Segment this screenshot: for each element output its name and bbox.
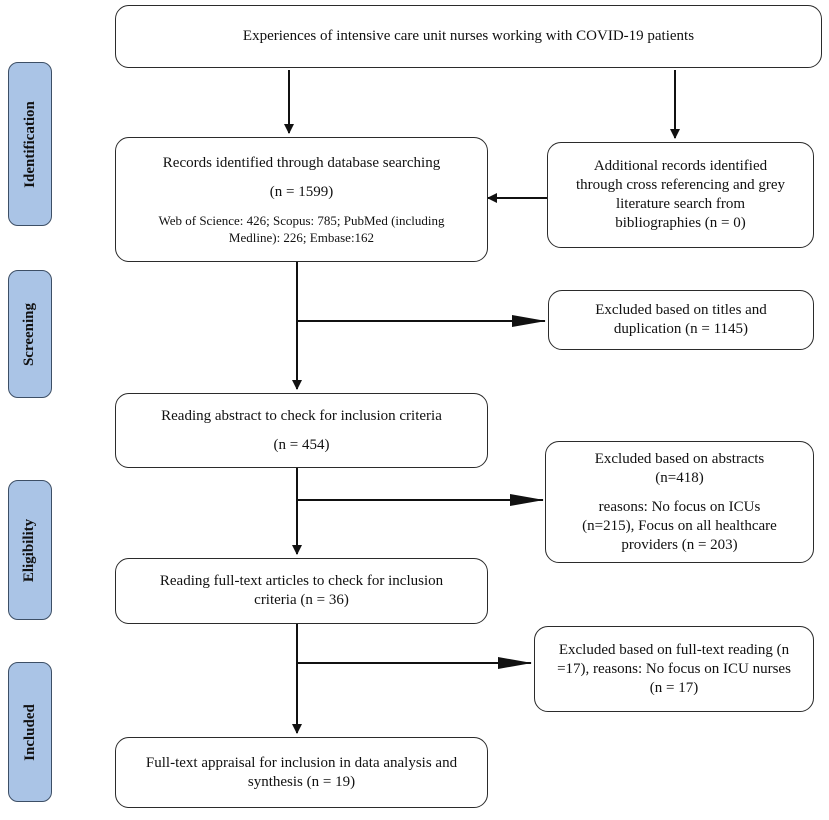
- excluded-abstracts-line1: Excluded based on abstracts: [594, 450, 765, 467]
- excluded-abstracts-line3: reasons: No focus on ICUs: [598, 498, 761, 515]
- topic-box: Experiences of intensive care unit nurse…: [115, 5, 822, 68]
- phase-identification: Identification: [8, 62, 52, 226]
- phase-identification-label: Identification: [21, 100, 38, 188]
- topic-text: Experiences of intensive care unit nurse…: [242, 28, 695, 44]
- excluded-abstracts-line5: providers (n = 203): [621, 536, 738, 553]
- appraisal-included-box: Full-text appraisal for inclusion in dat…: [115, 737, 488, 808]
- excluded-titles-box: Excluded based on titles and duplication…: [548, 290, 814, 350]
- phase-included-label: Included: [21, 703, 38, 761]
- phase-screening-label: Screening: [21, 302, 38, 366]
- additional-line4: bibliographies (n = 0): [615, 215, 746, 231]
- abstract-count: (n = 454): [273, 436, 330, 453]
- additional-line2: through cross referencing and grey: [575, 177, 786, 193]
- excluded-titles-line2: duplication (n = 1145): [613, 321, 749, 337]
- excluded-fulltext-line1: Excluded based on full-text reading (n: [558, 641, 790, 658]
- records-line4: Medline): 226; Embase:162: [228, 229, 375, 245]
- phase-eligibility: Eligibility: [8, 480, 52, 620]
- excluded-fulltext-box: Excluded based on full-text reading (n =…: [534, 626, 814, 712]
- excluded-fulltext-line2: =17), reasons: No focus on ICU nurses: [557, 660, 791, 677]
- additional-records-box: Additional records identified through cr…: [547, 142, 814, 248]
- additional-line1: Additional records identified: [593, 158, 768, 174]
- phase-eligibility-label: Eligibility: [21, 518, 38, 582]
- fulltext-line1: Reading full-text articles to check for …: [159, 573, 444, 589]
- excluded-abstracts-line4: (n=215), Focus on all healthcare: [582, 517, 777, 534]
- phase-included: Included: [8, 662, 52, 802]
- additional-line3: literature search from: [615, 196, 746, 212]
- excluded-titles-line1: Excluded based on titles and: [595, 302, 767, 318]
- excluded-abstracts-count: (n=418): [655, 469, 704, 486]
- excluded-fulltext-line3: (n = 17): [649, 679, 699, 696]
- appraisal-line2: synthesis (n = 19): [247, 773, 356, 790]
- phase-screening: Screening: [8, 270, 52, 398]
- abstract-line1: Reading abstract to check for inclusion …: [161, 407, 442, 424]
- records-count: (n = 1599): [269, 183, 334, 200]
- records-line1: Records identified through database sear…: [162, 154, 441, 171]
- abstract-screening-box: Reading abstract to check for inclusion …: [115, 393, 488, 468]
- fulltext-line2: criteria (n = 36): [254, 592, 349, 608]
- excluded-abstracts-box: Excluded based on abstracts (n=418) reas…: [545, 441, 814, 563]
- records-identified-box: Records identified through database sear…: [115, 137, 488, 262]
- appraisal-line1: Full-text appraisal for inclusion in dat…: [145, 754, 458, 771]
- records-line3: Web of Science: 426; Scopus: 785; PubMed…: [158, 212, 445, 228]
- fulltext-eligibility-box: Reading full-text articles to check for …: [115, 558, 488, 624]
